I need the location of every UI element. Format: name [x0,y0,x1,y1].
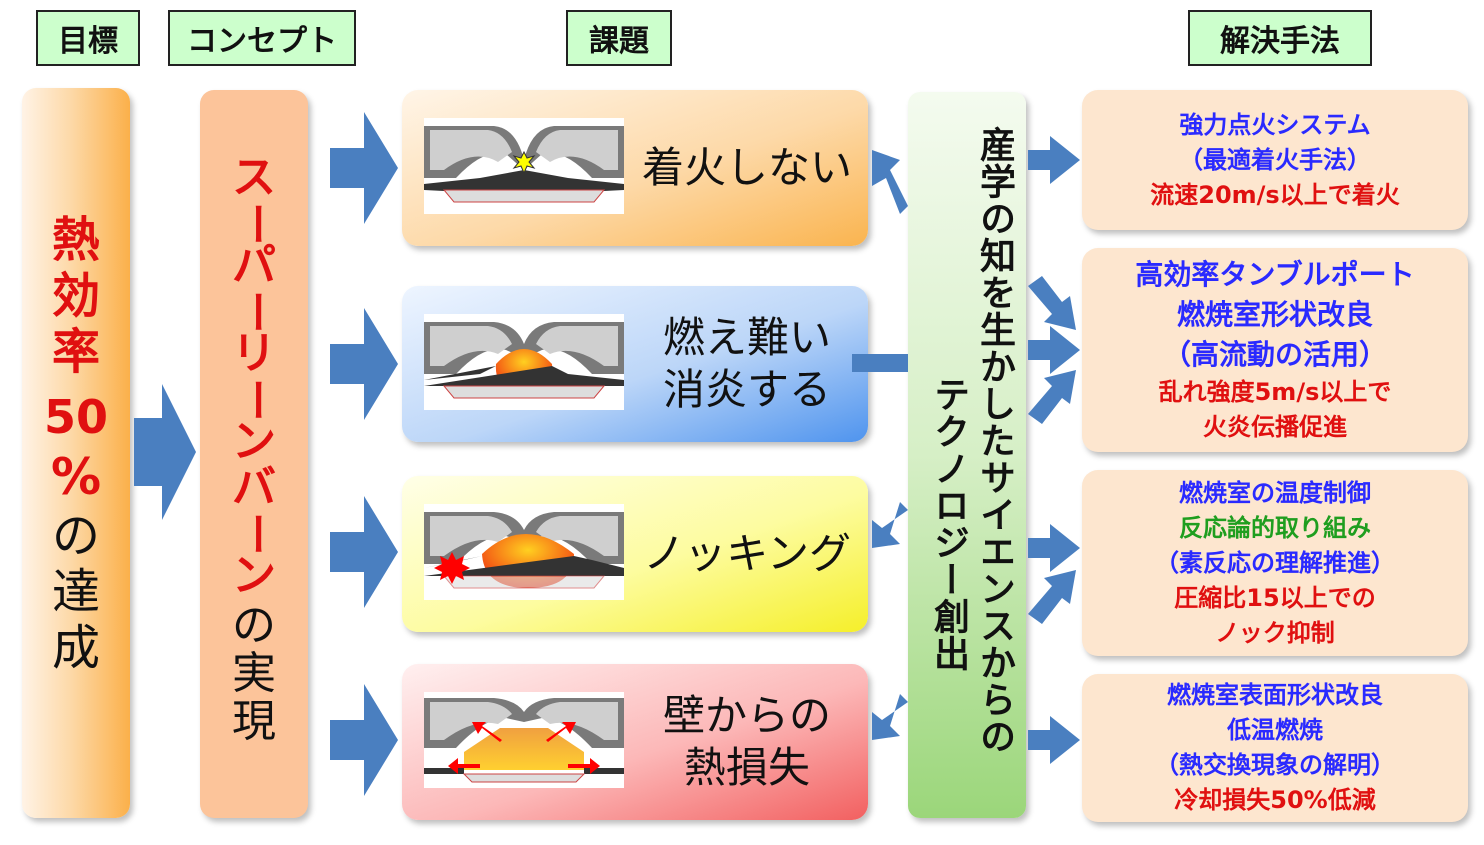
solution-line: （熱交換現象の解明） [1155,751,1395,779]
solution-line: 低温燃焼 [1227,716,1323,744]
goal-char: 成 [51,620,100,676]
concept-char: 現 [232,696,276,747]
issue-box-quenching: 燃え難い 消炎する [402,286,868,442]
concept-char: ン [232,416,276,467]
issue-label: ノッキング [643,528,851,578]
solution-line: 反応論的取り組み [1179,513,1371,542]
concept-char: ン [232,550,276,601]
solution-box-1: 強力点火システム （最適着火手法） 流速20m/s以上で着火 [1082,90,1468,230]
arrow-concept-to-issue-1 [330,112,398,224]
combustion-chamber-image-knocking [424,504,624,600]
header-goal-label: 目標 [58,24,118,59]
issue-label: 熱損失 [683,743,810,792]
combustion-chamber-image-quenching [424,314,624,410]
concept-char: ー [229,202,280,246]
solution-box-3: 燃焼室の温度制御 反応論的取り組み （素反応の理解推進） 圧縮比15以上での ノ… [1082,470,1468,656]
issue-label: 壁からの [662,690,831,740]
goal-char: 率 [51,324,100,380]
header-issues-label: 課題 [589,24,649,59]
goal-box: 熱 効 率 50 % の 達 成 [22,88,130,818]
heat-flow-arrow-icon [448,722,600,774]
concept-char: 実 [232,648,276,699]
goal-percent: % [50,448,102,506]
concept-char: ー [229,290,280,334]
goal-char: の [51,508,100,564]
solution-line: （最適着火手法） [1179,145,1371,174]
solution-box-4: 燃焼室表面形状改良 低温燃焼 （熱交換現象の解明） 冷却損失50%低減 [1082,674,1468,822]
solution-box-2: 高効率タンブルポート 燃焼室形状改良 （高流動の活用） 乱れ強度5m/s以上で … [1082,248,1468,452]
solution-line: 火炎伝播促進 [1203,413,1347,441]
solution-line: ノック抑制 [1215,618,1335,647]
header-concept: コンセプト [168,10,356,66]
goal-value: 50 [43,390,108,444]
concept-char: の [232,600,276,651]
solution-line: 燃焼室形状改良 [1176,298,1373,331]
arrow-tech-to-solution-3a [1028,524,1080,572]
issue-box-ignition: 着火しない [402,90,868,246]
concept-char: リ [232,328,276,379]
concept-char: ー [229,378,280,422]
concept-char: バ [232,462,276,513]
goal-char: 熱 [51,212,100,268]
technology-text-col2: テクノロジー創出 [928,376,969,672]
solution-line: 冷却損失50%低減 [1174,786,1376,814]
combustion-chamber-image-ignition [424,118,624,214]
header-concept-label: コンセプト [187,24,337,59]
header-goal: 目標 [36,10,140,66]
solution-line: 流速20m/s以上で着火 [1150,180,1400,209]
combustion-chamber-image-heat-loss [424,692,624,788]
spark-icon [512,150,536,175]
goal-char: 効 [51,268,100,324]
arrow-tech-to-solution-3b [1028,570,1076,624]
solution-line: （素反応の理解推進） [1155,548,1395,577]
arrow-tech-to-solution-1 [1028,136,1080,184]
arrow-tech-to-solution-2c [1028,370,1076,424]
solution-line: 高効率タンブルポート [1135,258,1415,291]
technology-text-col1: 産学の知を生かしたサイエンスからの [974,126,1015,755]
arrow-concept-to-issue-3 [330,496,398,608]
solution-line: 燃焼室表面形状改良 [1167,681,1383,709]
issue-box-knocking: ノッキング [402,476,868,632]
arrow-tech-to-solution-2a [1028,276,1076,330]
solution-line: 強力点火システム [1179,110,1371,139]
concept-box: ス ー パ ー リ ー ン バ ー ン の 実 現 [200,90,308,818]
arrow-tech-to-issue-1 [872,150,908,214]
header-issues: 課題 [566,10,672,66]
header-solutions-label: 解決手法 [1220,24,1340,59]
arrow-concept-to-issue-4 [330,684,398,796]
issue-label: 燃え難い [662,312,831,362]
arrow-tech-to-issue-4 [872,694,908,740]
goal-char: 達 [51,564,100,620]
header-solutions: 解決手法 [1188,10,1372,66]
arrow-concept-to-issue-2 [330,308,398,420]
issue-box-heat-loss: 壁からの 熱損失 [402,664,868,820]
arrow-tech-to-solution-4 [1028,716,1080,764]
solution-line: 圧縮比15以上での [1174,583,1376,612]
arrow-goal-to-concept [134,384,196,520]
solution-line: 燃焼室の温度制御 [1179,478,1371,507]
arrow-tech-to-issue-3 [872,502,908,548]
issue-label: 着火しない [641,142,852,192]
issue-label: 消炎する [662,365,831,414]
concept-char: ー [229,512,280,556]
knock-burst-icon [434,552,470,584]
arrow-tech-to-issue-2 [852,354,908,372]
technology-box: 産学の知を生かしたサイエンスからの テクノロジー創出 [908,92,1026,818]
solution-line: 乱れ強度5m/s以上で [1158,378,1392,406]
solution-line: （高流動の活用） [1162,338,1387,371]
concept-char: ス [232,152,276,203]
concept-char: パ [232,240,276,291]
arrow-tech-to-solution-2b [1028,326,1080,374]
